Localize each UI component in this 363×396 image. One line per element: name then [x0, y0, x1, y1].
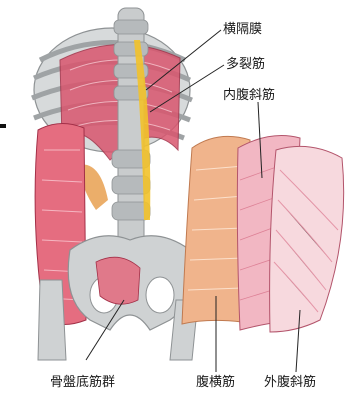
label-diaphragm: 横隔膜 — [223, 22, 262, 37]
label-transversus-abdominis: 腹横筋 — [196, 375, 235, 390]
label-pelvic-floor: 骨盤底筋群 — [50, 375, 115, 390]
label-external-oblique: 外腹斜筋 — [264, 375, 316, 390]
label-multifidus: 多裂筋 — [226, 57, 265, 72]
edge-marker — [0, 124, 6, 128]
external-oblique-muscle — [270, 146, 344, 332]
pelvic-floor-muscle — [96, 257, 140, 304]
label-internal-oblique: 内腹斜筋 — [223, 88, 275, 103]
